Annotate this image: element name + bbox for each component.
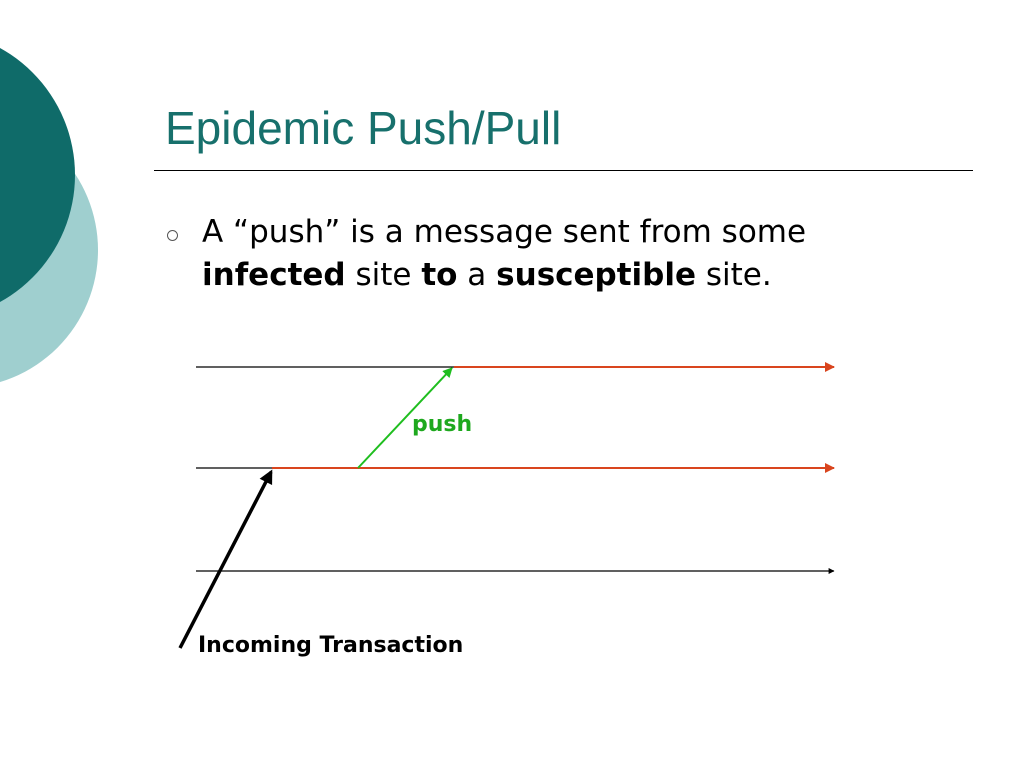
push-arrow (357, 367, 453, 469)
decorative-circles (0, 48, 98, 383)
bullet-circle-icon (167, 230, 178, 241)
bullet-text-part: site. (696, 257, 772, 293)
bullet-text-infected: infected (202, 257, 346, 293)
bullet-text-susceptible: susceptible (496, 257, 697, 293)
bullet-text-part: a (457, 257, 497, 293)
push-label: push (412, 412, 472, 437)
incoming-transaction-label: Incoming Transaction (198, 633, 463, 658)
bullet-text: A “push” is a message sent from some inf… (202, 211, 922, 297)
slide-title: Epidemic Push/Pull (165, 102, 562, 154)
title-divider (154, 170, 973, 171)
bullet-text-part: A “push” is a message sent from some (202, 214, 807, 250)
incoming-transaction-arrow (178, 469, 273, 649)
bullet-text-to: to (421, 257, 458, 293)
dark-teal-circle (0, 48, 75, 302)
bullet-text-part: site (345, 257, 422, 293)
